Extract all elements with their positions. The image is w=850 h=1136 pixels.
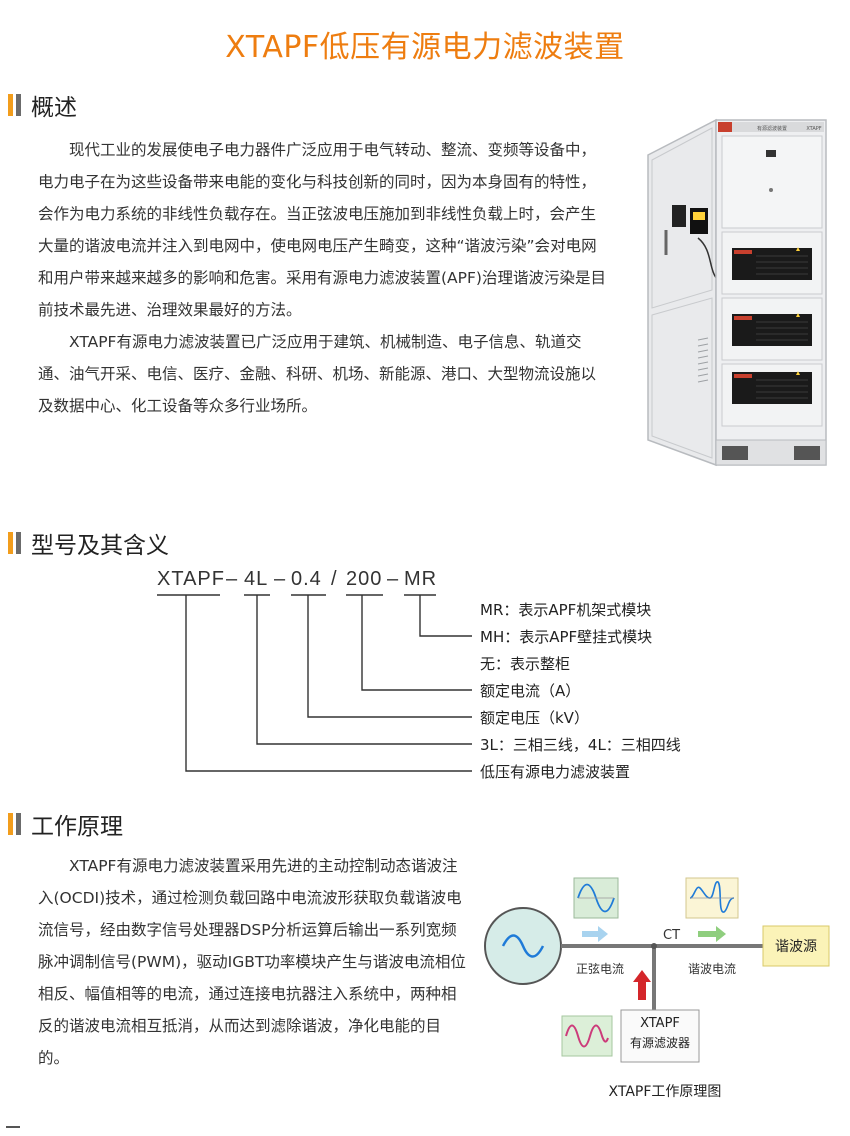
harmonic-current-label: 谐波电流 [688, 962, 737, 976]
model-legend-current: 额定电流（A） [480, 682, 581, 700]
model-code-slash: / [331, 568, 338, 590]
arrow-right-icon [582, 926, 608, 942]
heading-bar-orange [8, 813, 13, 835]
model-legend-cabinet: 无：表示整柜 [480, 655, 571, 673]
overview-paragraph-2: XTAPF有源电力滤波装置已广泛应用于建筑、机械制造、电子信息、轨道交通、油气开… [38, 333, 597, 415]
harmonic-source-label: 谐波源 [775, 939, 817, 955]
heading-bar-orange [8, 532, 13, 554]
section-title: 工作原理 [31, 814, 123, 840]
device-label-line1: XTAPF [640, 1016, 680, 1031]
section-heading-overview: 概述 [8, 90, 77, 121]
heading-bar-gray [16, 94, 21, 116]
device-label-line2: 有源滤波器 [629, 1036, 690, 1050]
model-code-part-voltage: 0.4 [291, 568, 322, 590]
model-code-part-current: 200 [346, 568, 383, 590]
model-legend-product: 低压有源电力滤波装置 [480, 763, 631, 781]
section-title: 概述 [31, 95, 77, 121]
model-code-separator: – [274, 568, 287, 590]
ct-label: CT [663, 928, 681, 943]
overview-paragraph-1: 现代工业的发展使电子电力器件广泛应用于电气转动、整流、变频等设备中，电力电子在为… [38, 141, 606, 319]
section-title: 型号及其含义 [31, 533, 169, 559]
model-code-separator: – [387, 568, 400, 590]
arrow-right-icon [698, 926, 726, 942]
svg-text:有源滤波装置: 有源滤波装置 [757, 125, 787, 132]
page-title: XTAPF低压有源电力滤波装置 [225, 30, 625, 65]
model-legend-voltage: 额定电压（kV） [480, 709, 589, 727]
diagram-caption: XTAPF工作原理图 [608, 1084, 722, 1100]
compensation-wave-icon [561, 1015, 613, 1057]
model-code-separator: – [226, 568, 239, 590]
model-code-part-xtapf: XTAPF [157, 568, 225, 590]
principle-text: XTAPF有源电力滤波装置采用先进的主动控制动态谐波注入(OCDI)技术，通过检… [38, 850, 466, 1074]
model-legend-wiring: 3L：三相三线，4L：三相四线 [480, 736, 681, 754]
section-heading-model: 型号及其含义 [8, 528, 169, 559]
section-heading-principle: 工作原理 [8, 809, 123, 840]
arrow-up-icon [633, 970, 651, 1000]
module-1 [721, 231, 823, 295]
model-legend-mr: MR：表示APF机架式模块 [480, 601, 652, 619]
apf-cabinet-image: 有源滤波装置 XTAPF [647, 118, 827, 467]
module-3 [721, 363, 823, 427]
page-footer-mark [6, 1126, 20, 1128]
model-code-part-lines: 4L [244, 568, 269, 590]
model-code-part-type: MR [404, 568, 438, 590]
principle-paragraph: XTAPF有源电力滤波装置采用先进的主动控制动态谐波注入(OCDI)技术，通过检… [38, 857, 466, 1067]
model-connector-lines [157, 594, 472, 772]
overview-text: 现代工业的发展使电子电力器件广泛应用于电气转动、整流、变频等设备中，电力电子在为… [38, 134, 610, 422]
model-legend-mh: MH：表示APF壁挂式模块 [480, 628, 653, 646]
heading-bar-gray [16, 813, 21, 835]
heading-bar-orange [8, 94, 13, 116]
module-2 [721, 297, 823, 361]
principle-diagram [484, 877, 830, 1063]
sine-current-label: 正弦电流 [576, 962, 625, 976]
heading-bar-gray [16, 532, 21, 554]
svg-text:XTAPF: XTAPF [806, 126, 821, 132]
